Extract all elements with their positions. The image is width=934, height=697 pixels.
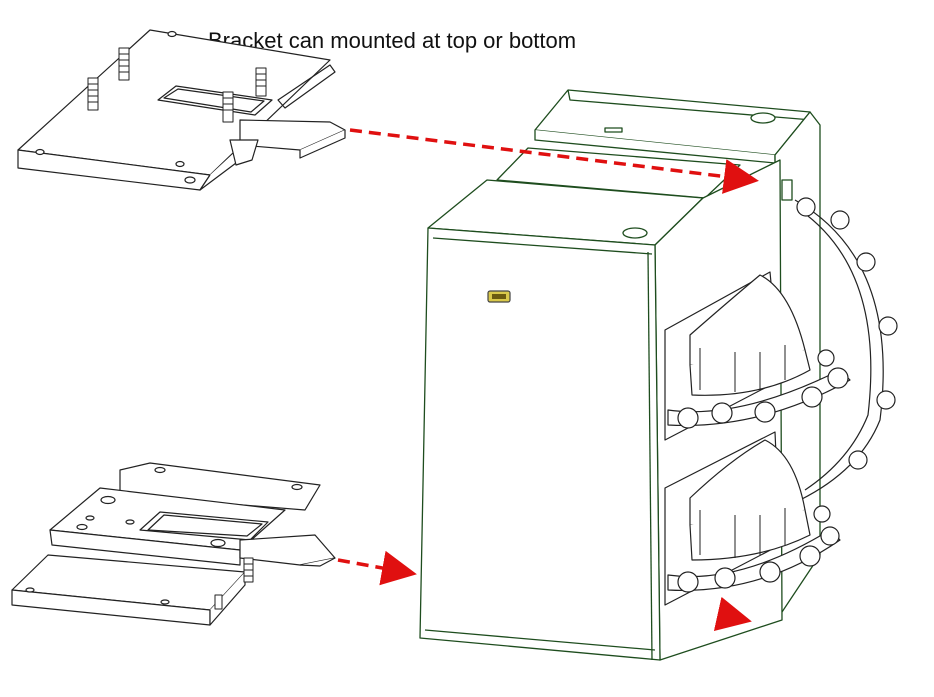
bottom-mount-arrow <box>337 550 417 586</box>
bottom-bracket <box>11 462 336 626</box>
bracket-screws <box>87 47 267 123</box>
upper-dome <box>664 271 851 441</box>
top-mount-arrow <box>349 128 759 194</box>
rotating-shroud <box>794 197 898 501</box>
caption: Bracket can mounted at top or bottom <box>208 28 577 53</box>
assembly-arrows <box>337 128 759 632</box>
top-bracket <box>17 29 346 191</box>
exit-arrow <box>713 596 752 632</box>
usb-connector <box>487 290 511 303</box>
bracket-screws <box>214 557 254 610</box>
lower-dome <box>664 431 841 606</box>
